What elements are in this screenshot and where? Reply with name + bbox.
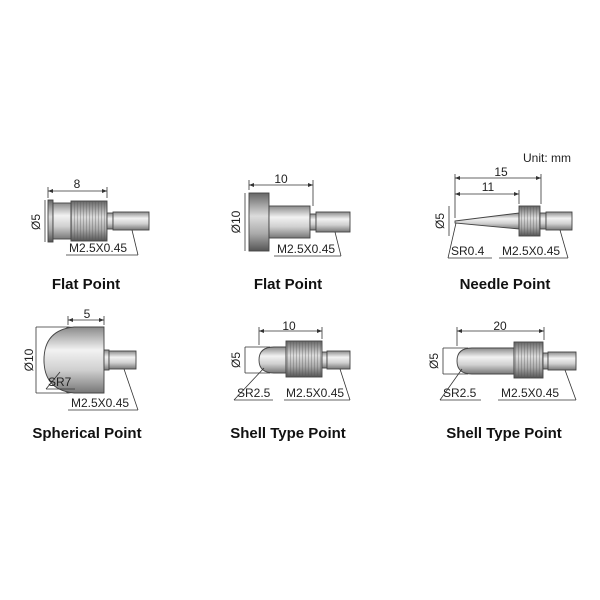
item-needle-point: 15 11 Ø5 SR0.4 M2.5X0.45 Needle Point bbox=[433, 165, 573, 293]
caption: Flat Point bbox=[52, 276, 120, 293]
probe-drawing bbox=[454, 205, 573, 237]
length-label: 10 bbox=[274, 172, 288, 186]
inner-length-label: 11 bbox=[482, 180, 495, 194]
radius-label: SR7 bbox=[48, 375, 72, 389]
probe-drawing bbox=[43, 326, 137, 394]
item-flat-point-1: 8 Ø5 M2.5X0.45 Flat Point bbox=[29, 177, 150, 293]
item-shell-type-point-1: 10 Ø5 SR2.5 M2.5X0.45 Shell Type Point bbox=[229, 319, 351, 442]
probe-drawing bbox=[456, 341, 577, 379]
thread-label: M2.5X0.45 bbox=[69, 241, 127, 255]
thread-label: M2.5X0.45 bbox=[286, 386, 344, 400]
item-spherical-point: 5 Ø10 SR7 M2.5X0.45 Spherical Point bbox=[22, 307, 142, 442]
caption: Shell Type Point bbox=[446, 425, 562, 442]
length-label: 5 bbox=[84, 307, 91, 321]
length-label: 10 bbox=[282, 319, 296, 333]
length-label: 15 bbox=[494, 165, 508, 179]
caption: Needle Point bbox=[460, 276, 551, 293]
caption: Spherical Point bbox=[32, 425, 141, 442]
diameter-label: Ø10 bbox=[229, 210, 243, 233]
thread-label: M2.5X0.45 bbox=[71, 396, 129, 410]
caption: Shell Type Point bbox=[230, 425, 346, 442]
thread-label: M2.5X0.45 bbox=[501, 386, 559, 400]
length-label: 8 bbox=[74, 177, 81, 191]
probe-drawing bbox=[258, 340, 351, 378]
radius-label: SR2.5 bbox=[443, 386, 477, 400]
thread-label: M2.5X0.45 bbox=[502, 244, 560, 258]
length-label: 20 bbox=[493, 319, 507, 333]
caption: Flat Point bbox=[254, 276, 322, 293]
diameter-label: Ø10 bbox=[22, 348, 36, 371]
radius-label: SR0.4 bbox=[451, 244, 485, 258]
probe-drawing bbox=[248, 192, 351, 252]
item-flat-point-2: 10 Ø10 M2.5X0.45 Flat Point bbox=[229, 172, 351, 293]
diameter-label: Ø5 bbox=[433, 213, 447, 229]
probe-drawing bbox=[47, 199, 150, 243]
item-shell-type-point-2: 20 Ø5 SR2.5 M2.5X0.45 Shell Type Point bbox=[427, 319, 577, 442]
unit-label: Unit: mm bbox=[523, 151, 571, 165]
diameter-label: Ø5 bbox=[427, 353, 441, 369]
radius-label: SR2.5 bbox=[237, 386, 271, 400]
diameter-label: Ø5 bbox=[29, 214, 43, 230]
thread-label: M2.5X0.45 bbox=[277, 242, 335, 256]
diameter-label: Ø5 bbox=[229, 352, 243, 368]
